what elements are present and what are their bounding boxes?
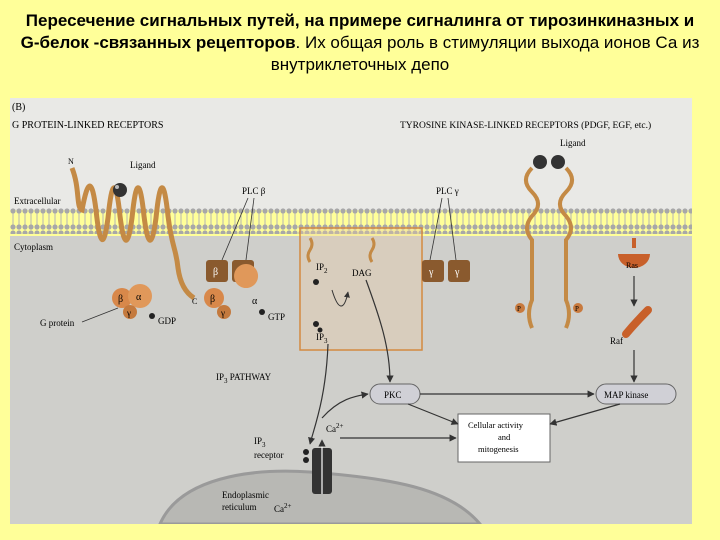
ip3-receptor-label-2: receptor [254, 450, 283, 460]
slide-title-bold: Пересечение сигнальных путей, на примере… [20, 11, 695, 52]
ip3-label: IP3 [316, 332, 328, 345]
extracellular-label: Extracellular [14, 196, 60, 206]
cellular-activity-box [457, 413, 551, 463]
plc-gamma-pointer-2 [447, 197, 457, 261]
ip3-receptor-label-1: IP3 [254, 436, 266, 449]
gtp-dot [259, 309, 265, 315]
ip3-molecule-2 [317, 327, 323, 333]
ca-to-pkc-arrow [321, 391, 369, 419]
g-protein-label: G protein [40, 318, 75, 328]
plc-gamma-block-1 [422, 260, 444, 282]
cellular-activity-line-3: mitogenesis [478, 444, 519, 454]
g-protein-pointer [81, 307, 119, 323]
panel-letter: (B) [12, 102, 25, 113]
rtk-phospho-1 [515, 303, 525, 313]
ras-label: Ras [626, 261, 638, 270]
plc-gamma-pointer-1 [429, 197, 443, 261]
left-heading: G PROTEIN-LINKED RECEPTORS [12, 120, 163, 131]
map-kinase-pill [595, 383, 677, 405]
rtk-phospho-1-label: P [517, 305, 521, 313]
ip3-bound-1 [303, 449, 309, 455]
pip2-squiggle-1 [306, 237, 314, 263]
gdp-label: GDP [158, 316, 176, 326]
ip3-molecule [313, 321, 319, 327]
raf-label: Raf [610, 336, 623, 346]
gpcr-receptor [69, 167, 196, 301]
gdp-dot [149, 313, 155, 319]
c-terminus-label: C [192, 297, 197, 306]
ligand-right-2 [551, 155, 565, 169]
er-label-1: Endoplasmic [222, 490, 269, 500]
ip3-molecule-top [313, 279, 319, 285]
ligand-left-label: Ligand [130, 160, 156, 170]
endoplasmic-reticulum [158, 469, 482, 524]
ip2-to-ip3-arrow [331, 289, 350, 307]
cytoplasm-label: Cytoplasm [14, 242, 53, 252]
map-to-cellular-arrow [549, 403, 621, 426]
slide-title-rest: . Их общая роль в стимуляции выхода ионо… [270, 33, 700, 74]
cellular-activity-line-2: and [498, 432, 511, 442]
ip3-bound-2 [303, 457, 309, 463]
plc-beta-label: PLC β [242, 186, 266, 196]
g-beta-active-label: β [210, 294, 215, 305]
dag-to-pkc-arrow [365, 279, 394, 383]
g-alpha-active [234, 264, 259, 288]
cellular-activity-line-1: Cellular activity [468, 420, 524, 430]
plc-beta-block-1 [206, 260, 228, 282]
right-heading: TYROSINE KINASE-LINKED RECEPTORS (PDGF, … [400, 120, 651, 131]
ip2-label: IP2 [316, 262, 328, 275]
ras-protein [618, 254, 650, 268]
ligand-left [113, 183, 127, 197]
pkc-label: PKC [384, 390, 402, 400]
ca-bottom-label: Ca2+ [274, 502, 292, 514]
g-gamma-label: γ [126, 308, 131, 318]
ligand-right-1 [533, 155, 547, 169]
plc-gamma-block-2 [448, 260, 470, 282]
map-kinase-label: MAP kinase [604, 390, 648, 400]
pkc-to-cellular-arrow [407, 403, 459, 425]
g-gamma-active-label: γ [220, 308, 225, 318]
n-terminus-label: N [68, 157, 74, 166]
ligand-right-label: Ligand [560, 138, 586, 148]
plc-gamma-block-2-label: γ [454, 267, 460, 278]
g-alpha-subunit [128, 284, 152, 308]
rtk-receptor-2 [558, 166, 574, 329]
dag-label: DAG [352, 268, 372, 278]
plc-beta-pointer-2 [245, 197, 255, 261]
plc-beta-block-1-label: β [213, 267, 218, 278]
ca-top-label: Ca2+ [326, 422, 344, 434]
signaling-diagram: (B) G PROTEIN-LINKED RECEPTORS TYROSINE … [10, 98, 692, 524]
rtk-receptor-1 [524, 166, 540, 329]
plc-beta-pointer-1 [221, 197, 249, 261]
g-alpha-label: α [136, 292, 142, 303]
er-label-2: reticulum [222, 502, 257, 512]
g-beta-subunit [112, 288, 132, 308]
ligand-left-highlight [115, 185, 119, 189]
plc-gamma-block-1-label: γ [428, 267, 434, 278]
ip3-to-receptor-arrow [308, 343, 329, 445]
rtk-phospho-2-label: P [575, 305, 579, 313]
ip3-pathway-label: IP3 PATHWAY [216, 372, 272, 385]
gtp-label: GTP [268, 312, 285, 322]
g-gamma-active [217, 305, 231, 319]
g-alpha-active-label: α [252, 296, 258, 307]
g-beta-label: β [118, 294, 123, 305]
raf-protein [622, 306, 652, 338]
rtk-phospho-2 [573, 303, 583, 313]
plc-gamma-label: PLC γ [436, 186, 459, 196]
g-beta-active [204, 288, 224, 308]
g-gamma-subunit [123, 305, 137, 319]
pip2-squiggle-2 [368, 237, 376, 263]
slide-title: Пересечение сигнальных путей, на примере… [20, 10, 700, 76]
